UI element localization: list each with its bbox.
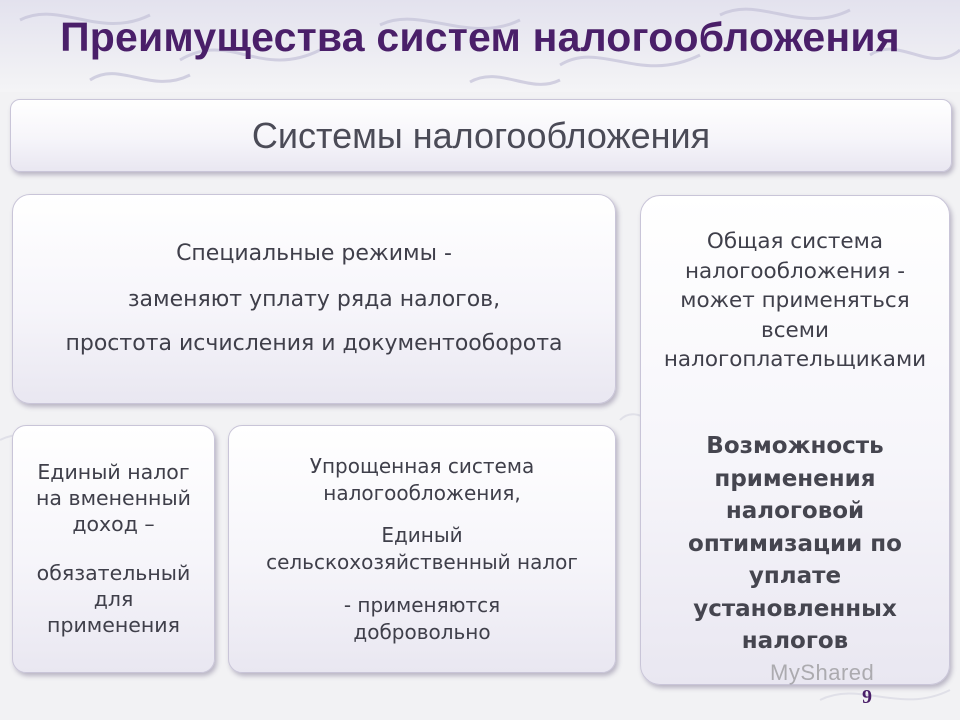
envd-line: Единый налог (37, 460, 190, 484)
special-regimes-line-2: заменяют уплату ряда налогов, (127, 287, 501, 312)
envd-note-line: применения (47, 613, 180, 637)
general-system-line: может применяться (680, 288, 910, 313)
general-system-benefit-line: налоговой (725, 498, 865, 524)
root-node-label: Системы налогообложения (251, 114, 711, 156)
general-system-line: Общая система (706, 229, 884, 254)
watermark: MyShared (770, 660, 874, 686)
general-system-benefit-line: уплате (748, 563, 842, 589)
general-system-line: налогоплательщиками (663, 347, 927, 372)
slide-title: Преимущества систем налогообложения (60, 14, 900, 60)
general-system-benefit-line: применения (714, 465, 876, 492)
general-system-benefit: Возможность применения налоговой оптимиз… (641, 430, 949, 658)
general-system-node: Общая система налогообложения - может пр… (640, 195, 950, 685)
envd-line: на вмененный (36, 486, 191, 510)
special-regimes-node: Специальные режимы - заменяют уплату ряд… (12, 194, 616, 404)
general-system-benefit-line: установленных (693, 595, 897, 622)
general-system-line: всеми (761, 317, 829, 343)
envd-note-line: обязательный (36, 561, 191, 585)
general-system-benefit-line: налогов (741, 628, 849, 654)
general-system-line: налогообложения - (684, 258, 906, 284)
envd-line: доход – (72, 512, 155, 536)
usn-title: Упрощенная система налогообложения, (229, 453, 615, 507)
envd-title: Единый налог на вмененный доход – (13, 459, 214, 537)
root-node-tax-systems: Системы налогообложения (10, 99, 952, 172)
usn-eshn-note-line: добровольно (353, 620, 491, 644)
envd-node: Единый налог на вмененный доход – обязат… (12, 425, 215, 673)
eshn-line: Единый (381, 523, 463, 547)
usn-eshn-note: - применяются добровольно (229, 592, 615, 646)
special-regimes-line-3: простота исчисления и документооборота (65, 331, 563, 356)
special-regimes-line-1: Специальные режимы - (176, 241, 452, 266)
page-number: 9 (862, 686, 872, 708)
envd-note: обязательный для применения (13, 560, 214, 638)
eshn-line: сельскохозяйственный налог (266, 550, 578, 574)
envd-note-line: для (93, 587, 134, 611)
general-system-benefit-line: Возможность (706, 433, 884, 459)
eshn-title: Единый сельскохозяйственный налог (229, 522, 615, 576)
general-system-benefit-line: оптимизации по (688, 530, 902, 557)
watermark-text: MyShared (770, 660, 875, 685)
usn-line: налогообложения, (323, 481, 521, 505)
usn-line: Упрощенная система (309, 454, 535, 478)
usn-eshn-node: Упрощенная система налогообложения, Един… (228, 425, 616, 673)
usn-eshn-note-line: - применяются (343, 593, 501, 617)
general-system-description: Общая система налогообложения - может пр… (641, 227, 949, 375)
